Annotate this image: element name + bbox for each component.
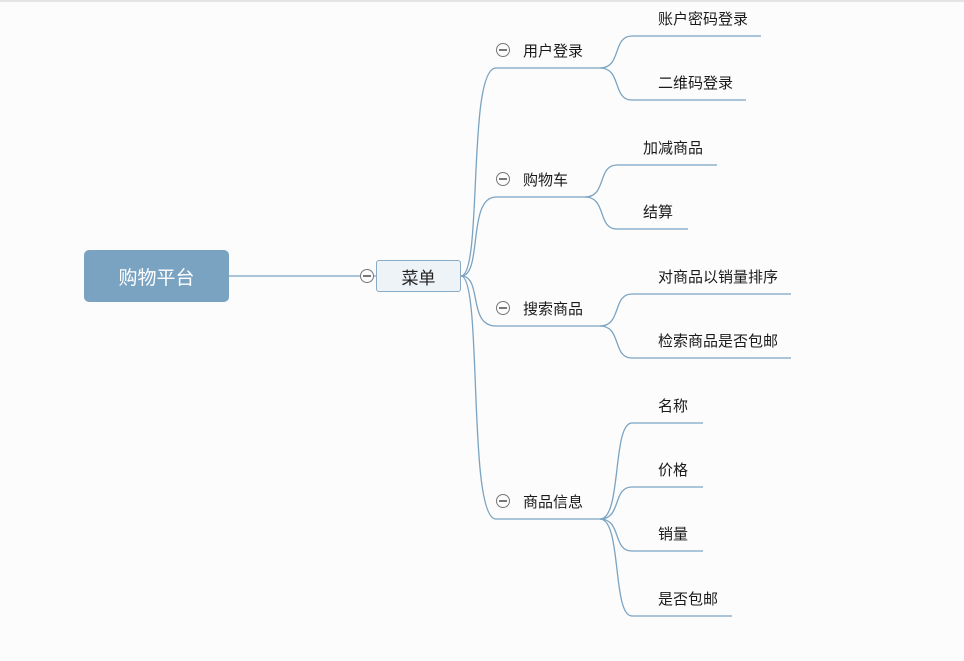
branch-to-leaf-edge-0-1 <box>599 67 746 101</box>
root-node[interactable]: 购物平台 <box>84 250 229 302</box>
branch-to-leaf-edge-2-1 <box>599 325 791 359</box>
menu-collapse-icon[interactable] <box>360 269 374 283</box>
branch-to-leaf-edge-3-1 <box>599 486 703 520</box>
branch-node-user-login[interactable]: 用户登录 <box>523 42 584 60</box>
menu-to-branch-edge-2 <box>460 275 600 327</box>
leaf-node[interactable]: 价格 <box>658 461 689 479</box>
branch-to-leaf-edge-1-1 <box>584 196 688 230</box>
branch-collapse-icon[interactable] <box>496 494 510 508</box>
branch-to-leaf-edge-3-2 <box>599 518 703 552</box>
branch-collapse-icon[interactable] <box>496 43 510 57</box>
leaf-node[interactable]: 名称 <box>658 397 689 415</box>
branch-to-leaf-edge-2-0 <box>599 293 791 327</box>
menu-to-branch-edge-0 <box>460 67 600 277</box>
branch-to-leaf-edge-1-0 <box>584 164 717 198</box>
root-node-label: 购物平台 <box>118 266 195 289</box>
branch-to-leaf-edge-0-0 <box>599 35 761 69</box>
leaf-node[interactable]: 销量 <box>658 525 689 543</box>
branch-node-cart[interactable]: 购物车 <box>523 171 569 189</box>
leaf-node[interactable]: 加减商品 <box>643 139 704 157</box>
menu-to-branch-edge-1 <box>460 196 585 277</box>
branch-to-leaf-edge-3-3 <box>599 518 732 617</box>
branch-node-search[interactable]: 搜索商品 <box>523 300 584 318</box>
branch-node-product-info[interactable]: 商品信息 <box>523 493 584 511</box>
menu-to-branch-edge-3 <box>460 275 600 520</box>
leaf-node[interactable]: 对商品以销量排序 <box>658 268 779 286</box>
leaf-node[interactable]: 二维码登录 <box>658 74 734 92</box>
leaf-node[interactable]: 是否包邮 <box>658 590 719 608</box>
branch-collapse-icon[interactable] <box>496 172 510 186</box>
leaf-node[interactable]: 账户密码登录 <box>658 10 749 28</box>
window-top-border <box>0 0 964 2</box>
leaf-node[interactable]: 结算 <box>643 203 674 221</box>
menu-node-label: 菜单 <box>401 268 436 289</box>
leaf-node[interactable]: 检索商品是否包邮 <box>658 332 779 350</box>
branch-collapse-icon[interactable] <box>496 301 510 315</box>
branch-to-leaf-edge-3-0 <box>599 422 703 520</box>
menu-node[interactable]: 菜单 <box>376 260 461 292</box>
